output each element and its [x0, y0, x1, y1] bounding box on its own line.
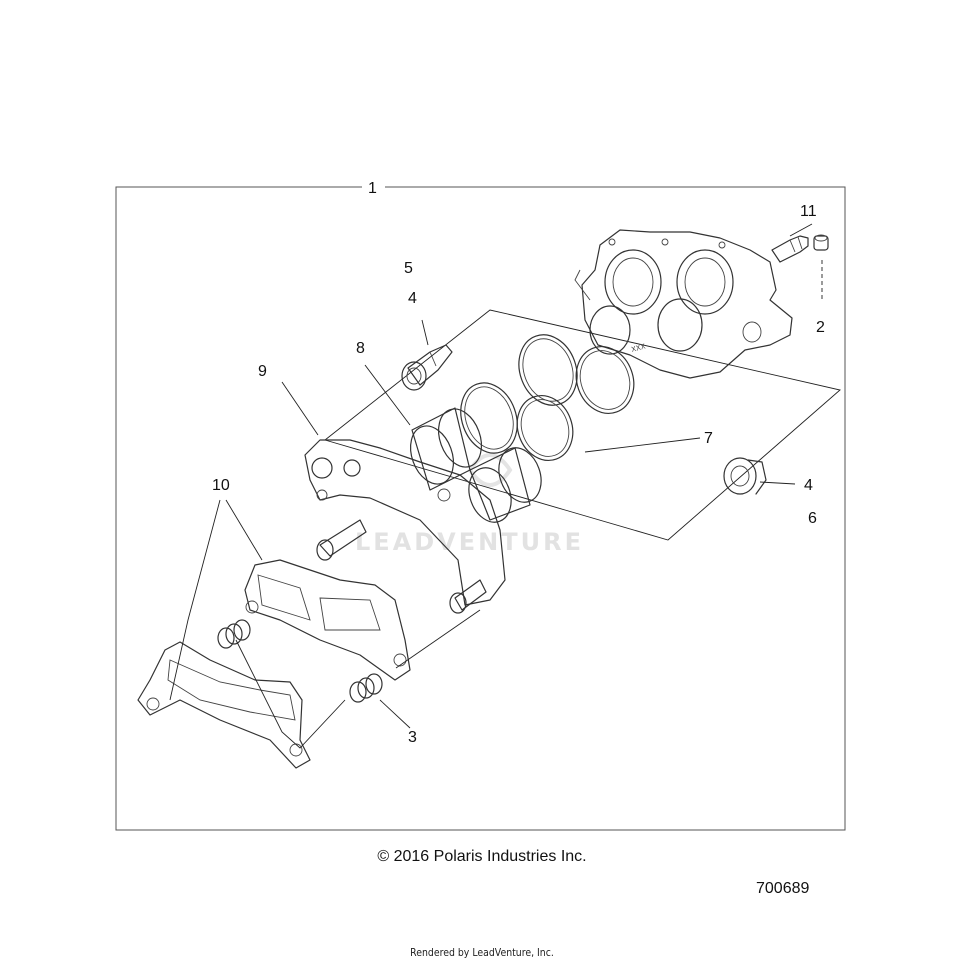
bleeder-cap — [813, 234, 829, 251]
watermark-logo: LEADVENTURE — [355, 453, 584, 556]
assembly-frame — [115, 186, 846, 831]
callout-6: 6 — [808, 510, 817, 527]
callout-10: 10 — [212, 477, 230, 494]
rendered-by-credit: Rendered by LeadVenture, Inc. — [410, 946, 554, 959]
pad-springs — [217, 619, 383, 703]
upper-pin-bushing — [401, 344, 453, 391]
piston-seals — [460, 334, 635, 461]
kit-outline — [324, 309, 841, 541]
pistons — [409, 407, 542, 523]
inner-brake-pad — [244, 559, 411, 681]
bleeder-valve — [771, 235, 809, 263]
caliper-body: XXX — [574, 229, 793, 379]
outer-brake-pad — [137, 641, 311, 769]
callout-5: 5 — [404, 260, 413, 277]
callout-9: 9 — [258, 363, 267, 380]
copyright-notice: © 2016 Polaris Industries Inc. — [377, 848, 587, 865]
callout-1: 1 — [368, 180, 377, 197]
lower-bushing — [723, 457, 767, 495]
callout-3: 3 — [408, 729, 417, 746]
mounting-bracket — [304, 439, 506, 614]
figure-number: 700689 — [756, 880, 810, 897]
callout-4-upper: 4 — [408, 290, 417, 307]
leader-lines — [169, 223, 823, 749]
callout-8: 8 — [356, 340, 365, 357]
callout-4-lower: 4 — [804, 477, 813, 494]
caliper-stamp: XXX — [630, 342, 646, 354]
callout-11: 11 — [800, 203, 817, 220]
watermark-text: LEADVENTURE — [355, 528, 584, 556]
callout-2: 2 — [816, 319, 825, 336]
callout-7: 7 — [704, 430, 713, 447]
